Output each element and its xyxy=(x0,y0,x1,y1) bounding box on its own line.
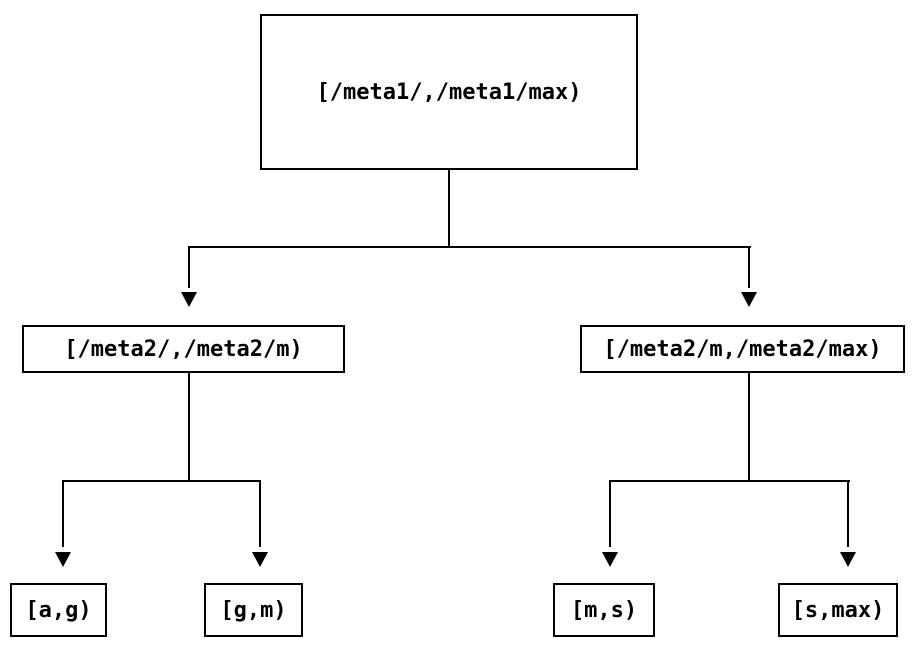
leaf-node-s-max: [s,max) xyxy=(778,583,898,637)
connector-root-right-drop xyxy=(748,246,750,288)
node-meta2-lower-range: [/meta2/,/meta2/m) xyxy=(22,325,345,373)
leaf-node-m-s: [m,s) xyxy=(553,583,655,637)
arrow-down-icon xyxy=(55,552,71,567)
node-meta2-upper-range: [/meta2/m,/meta2/max) xyxy=(580,325,905,373)
connector-root-branch xyxy=(189,246,751,248)
connector-root-left-drop xyxy=(188,246,190,288)
leaf-node-a-g: [a,g) xyxy=(10,583,107,637)
connector-right-branch xyxy=(610,480,850,482)
connector-left-right-drop xyxy=(259,480,261,547)
arrow-down-icon xyxy=(602,552,618,567)
leaf-node-g-m: [g,m) xyxy=(204,583,303,637)
connector-left-branch xyxy=(63,480,261,482)
node-meta1-range: [/meta1/,/meta1/max) xyxy=(260,14,638,170)
connector-left-stem xyxy=(188,373,190,481)
arrow-down-icon xyxy=(252,552,268,567)
arrow-down-icon xyxy=(181,292,197,307)
connector-left-left-drop xyxy=(62,480,64,547)
arrow-down-icon xyxy=(741,292,757,307)
connector-root-stem xyxy=(448,170,450,247)
connector-right-right-drop xyxy=(847,480,849,547)
connector-right-left-drop xyxy=(609,480,611,547)
arrow-down-icon xyxy=(840,552,856,567)
connector-right-stem xyxy=(748,373,750,481)
